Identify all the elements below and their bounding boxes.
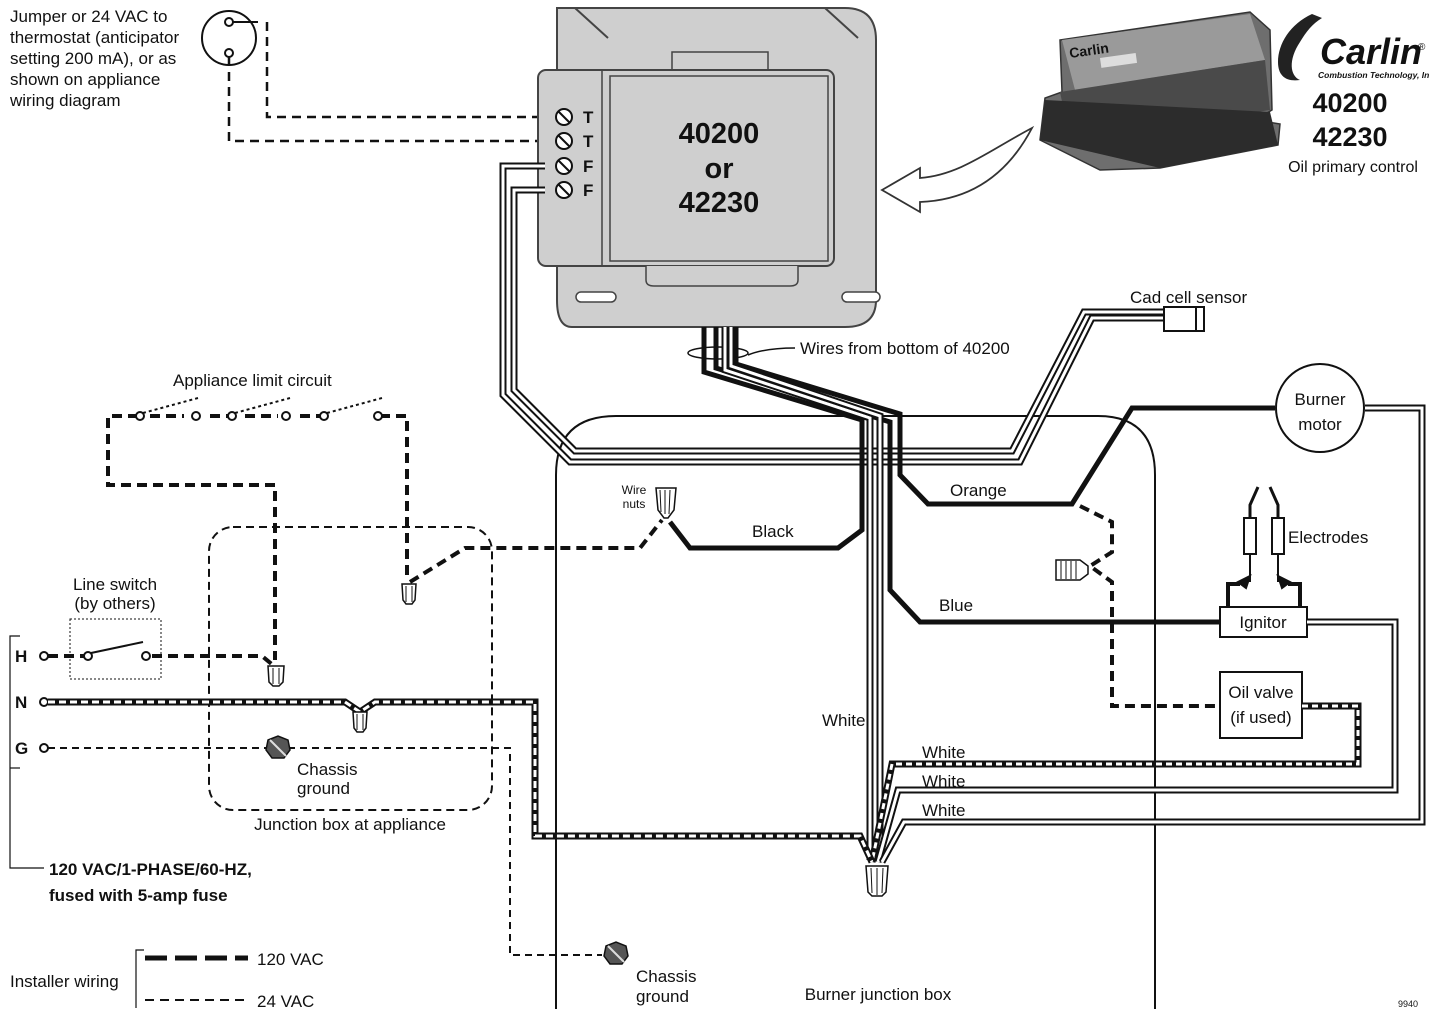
line-switch-label-2: (by others): [74, 594, 155, 613]
electrodes: [1226, 486, 1302, 608]
line-switch-label-1: Line switch: [73, 575, 157, 594]
terminal-block: T T F F: [555, 108, 594, 200]
wire-nut-icon: [352, 711, 368, 733]
legend: Installer wiring 120 VAC 24 VAC: [10, 949, 324, 1009]
wire-nut-icon: [655, 487, 677, 519]
cad-cell-label: Cad cell sensor: [1130, 288, 1248, 307]
neutral-wire: [48, 698, 876, 864]
oil-valve-label-1: Oil valve: [1228, 683, 1293, 702]
burner-motor-label-2: motor: [1298, 415, 1342, 434]
white-wire-label-1: White: [922, 743, 965, 762]
control-output-wires: [668, 327, 1275, 625]
carlin-logo: Carlin ® Combustion Technology, Inc. 402…: [1278, 14, 1429, 176]
logo-tagline: Combustion Technology, Inc.: [1318, 70, 1429, 80]
logo-brand: Carlin: [1320, 31, 1422, 72]
ignitor-label: Ignitor: [1239, 613, 1287, 632]
terminal-label-f1: F: [583, 157, 593, 176]
legend-label-120v: 120 VAC: [257, 950, 324, 969]
orange-wire-label: Orange: [950, 481, 1007, 500]
jumper-note-line-2: thermostat (anticipator: [10, 28, 179, 47]
control-f-wires: [499, 162, 1164, 466]
wire-nuts-label-2: nuts: [623, 497, 646, 511]
oil-valve-feed-wire: [1079, 504, 1220, 708]
product-caption: Oil primary control: [1288, 159, 1418, 176]
supply-terminals: [39, 651, 49, 753]
control-model-line-2: or: [705, 153, 734, 185]
chassis-ground-1-line-1: Chassis: [297, 760, 357, 779]
terminal-label-t2: T: [583, 132, 594, 151]
limit-to-burner-wire: [408, 518, 664, 584]
line-switch-box: [69, 618, 162, 680]
burner-motor: Burner motor: [1275, 363, 1365, 453]
control-model-line-3: 42230: [679, 187, 760, 219]
jumper-note-line-3: setting 200 mA), or as: [10, 49, 176, 68]
product-model-1: 40200: [1312, 88, 1387, 118]
chassis-ground-screw-icon: [603, 941, 629, 965]
curved-arrow-icon: [880, 125, 1035, 214]
blue-wire-label: Blue: [939, 596, 973, 615]
supply-spec-line-2: fused with 5-amp fuse: [49, 886, 228, 905]
legend-label-24v: 24 VAC: [257, 992, 314, 1009]
white-wire-label-vertical: White: [822, 711, 865, 730]
black-wire-label: Black: [752, 522, 794, 541]
wire-nut-icon: [1055, 559, 1089, 581]
terminal-screw-icon: [555, 157, 573, 175]
thermostat-wires: [227, 22, 545, 143]
wire-nuts-label-1: Wire: [622, 483, 647, 497]
supply-spec-line-1: 120 VAC/1-PHASE/60-HZ,: [49, 860, 252, 879]
figure-code: 9940: [1398, 999, 1418, 1009]
chassis-ground-screw-icon: [265, 735, 291, 759]
appliance-limit-circuit: [106, 414, 409, 660]
limit-switch-contacts: [135, 397, 383, 421]
control-model-line-1: 40200: [679, 118, 760, 150]
supply-bracket: [9, 635, 44, 869]
terminal-screw-icon: [555, 132, 573, 150]
thermostat-symbol: [201, 10, 258, 66]
terminal-screw-icon: [555, 108, 573, 126]
wire-nut-icon: [267, 665, 285, 687]
appliance-limit-label: Appliance limit circuit: [173, 371, 332, 390]
hot-wire: [48, 654, 276, 668]
legend-title: Installer wiring: [10, 972, 119, 991]
product-model-2: 42230: [1312, 122, 1387, 152]
jumper-note: Jumper or 24 VAC to thermostat (anticipa…: [9, 7, 179, 110]
burner-junction-box-label: Burner junction box: [805, 985, 952, 1004]
oil-valve-label-2: (if used): [1230, 708, 1291, 727]
ignitor: Ignitor: [1219, 606, 1308, 638]
product-photo: Carlin: [1039, 11, 1281, 171]
white-wire-label-3: White: [922, 801, 965, 820]
wire-nut-icon: [401, 583, 417, 605]
jumper-note-line-4: shown on appliance: [10, 70, 160, 89]
h-label: H: [15, 647, 27, 666]
white-neutral-wires: [721, 327, 884, 860]
jumper-note-line-5: wiring diagram: [9, 91, 121, 110]
g-label: G: [15, 739, 28, 758]
primary-control-unit: 40200 or 42230: [537, 7, 881, 328]
wires-from-bottom-label: Wires from bottom of 40200: [800, 339, 1010, 358]
jumper-note-line-1: Jumper or 24 VAC to: [10, 7, 167, 26]
component-neutral-wires: [868, 404, 1426, 864]
terminal-screw-icon: [555, 181, 573, 199]
chassis-ground-2-line-2: ground: [636, 987, 689, 1006]
appliance-junction-box: [208, 526, 493, 811]
wire-nut-icon: [865, 865, 889, 897]
burner-motor-label-1: Burner: [1294, 390, 1345, 409]
line-switch-contacts: [83, 641, 151, 661]
svg-text:Carlin: Carlin: [1068, 40, 1110, 61]
terminal-label-t1: T: [583, 108, 594, 127]
white-wire-label-2: White: [922, 772, 965, 791]
chassis-ground-1-line-2: ground: [297, 779, 350, 798]
n-label: N: [15, 693, 27, 712]
oil-valve: Oil valve (if used): [1219, 671, 1303, 739]
terminal-label-f2: F: [583, 181, 593, 200]
chassis-ground-2-line-1: Chassis: [636, 967, 696, 986]
junction-box-appliance-label: Junction box at appliance: [254, 815, 446, 834]
logo-registered: ®: [1418, 42, 1426, 53]
cad-cell-sensor: [1163, 306, 1205, 332]
electrodes-label: Electrodes: [1288, 528, 1368, 547]
